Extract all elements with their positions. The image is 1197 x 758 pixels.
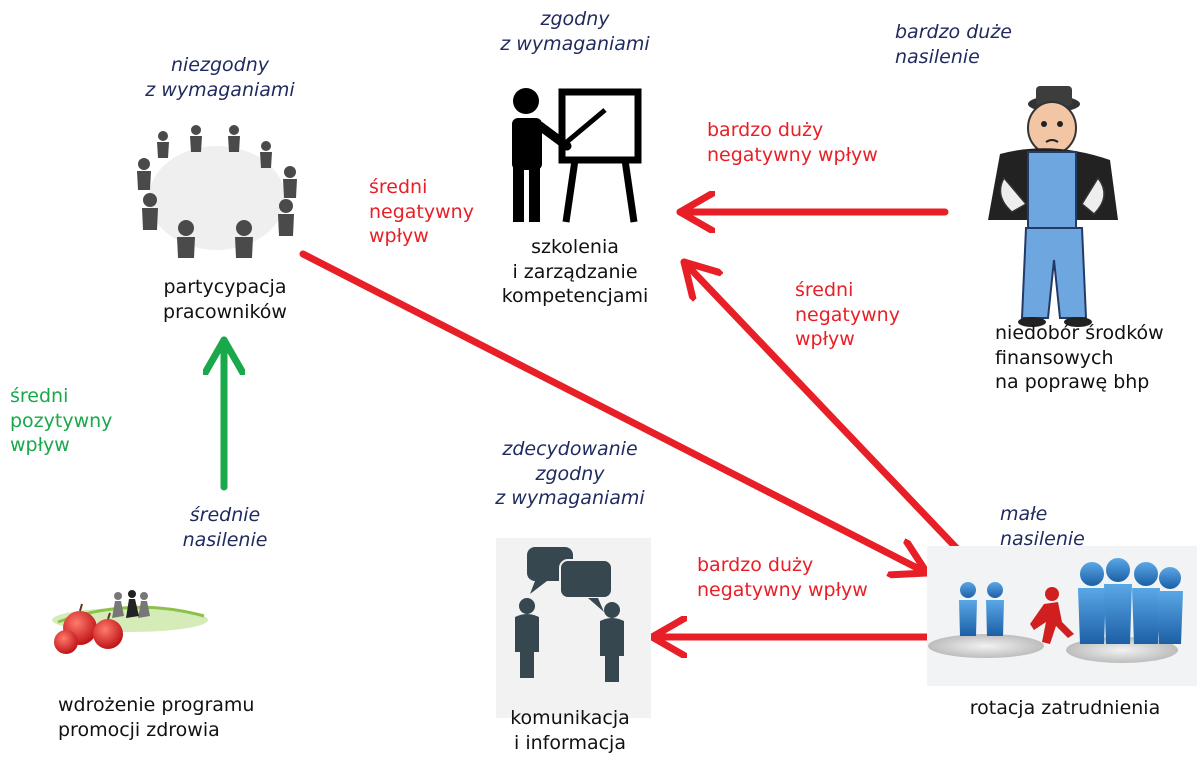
node-health-label: wdrożenie programu promocji zdrowia bbox=[58, 694, 255, 741]
edge-label-participation-to-rotation: średni negatywny wpływ bbox=[369, 176, 474, 248]
edge-label-rotation-to-communication: bardzo duży negatywny wpływ bbox=[697, 554, 868, 601]
status-training: zgodny z wymaganiami bbox=[500, 8, 650, 55]
edge-label-health-to-participation: średni pozytywny wpływ bbox=[10, 385, 113, 457]
node-funds-label: niedobór środków finansowych na poprawę … bbox=[995, 322, 1164, 394]
edge-rotation-to-training bbox=[680, 258, 989, 582]
edge-label-rotation-to-training: średni negatywny wpływ bbox=[795, 279, 900, 351]
status-participation: niezgodny z wymaganiami bbox=[145, 54, 295, 101]
empty-pockets-man-icon bbox=[988, 86, 1118, 327]
node-participation-label: partycypacja pracowników bbox=[163, 276, 287, 323]
staff-rotation-icon bbox=[927, 546, 1197, 686]
status-communication: zdecydowanie zgodny z wymaganiami bbox=[495, 438, 645, 510]
presenter-board-icon bbox=[512, 88, 642, 223]
status-funds: bardzo duże nasilenie bbox=[895, 21, 1012, 68]
status-health: średnie nasilenie bbox=[182, 504, 268, 551]
edge-participation-to-rotation bbox=[299, 250, 931, 573]
status-rotation: małe nasilenie bbox=[1000, 503, 1085, 550]
speech-bubbles-people-icon bbox=[496, 538, 651, 718]
node-training-label: szkolenia i zarządzanie kompetencjami bbox=[501, 236, 649, 308]
node-rotation-label: rotacja zatrudnienia bbox=[969, 697, 1161, 719]
node-communication-label: komunikacja i informacja bbox=[510, 707, 630, 754]
apples-runners-icon bbox=[52, 590, 208, 654]
edge-label-funds-to-training: bardzo duży negatywny wpływ bbox=[707, 119, 878, 166]
people-circle-icon bbox=[137, 125, 297, 258]
